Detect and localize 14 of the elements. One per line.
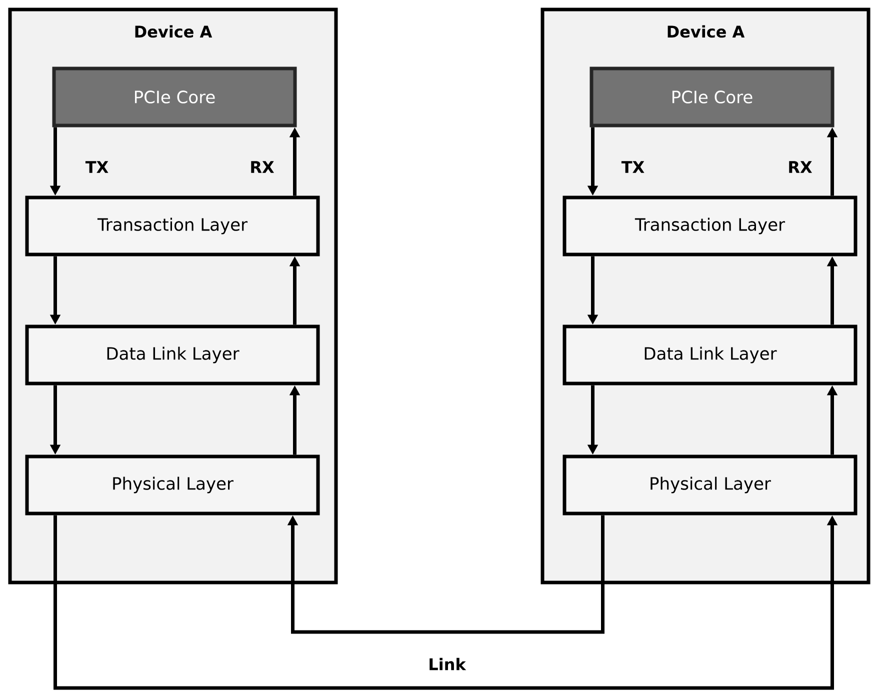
edge-label: RX xyxy=(251,161,274,173)
layer-box: Transaction Layer xyxy=(562,196,858,256)
core-box: PCIe Core xyxy=(590,66,834,128)
edge-label: RX xyxy=(789,161,812,173)
layer-box: Transaction Layer xyxy=(25,196,320,256)
core-box: PCIe Core xyxy=(52,66,297,128)
edge-label: TX xyxy=(85,161,108,173)
arrow xyxy=(287,515,604,634)
layer-box: Data Link Layer xyxy=(562,324,858,386)
layer-box: Physical Layer xyxy=(25,454,320,516)
layer-box: Data Link Layer xyxy=(25,324,320,386)
edge-label: TX xyxy=(621,161,644,173)
layer-box: Physical Layer xyxy=(562,454,858,516)
link-label: Link xyxy=(430,658,466,670)
